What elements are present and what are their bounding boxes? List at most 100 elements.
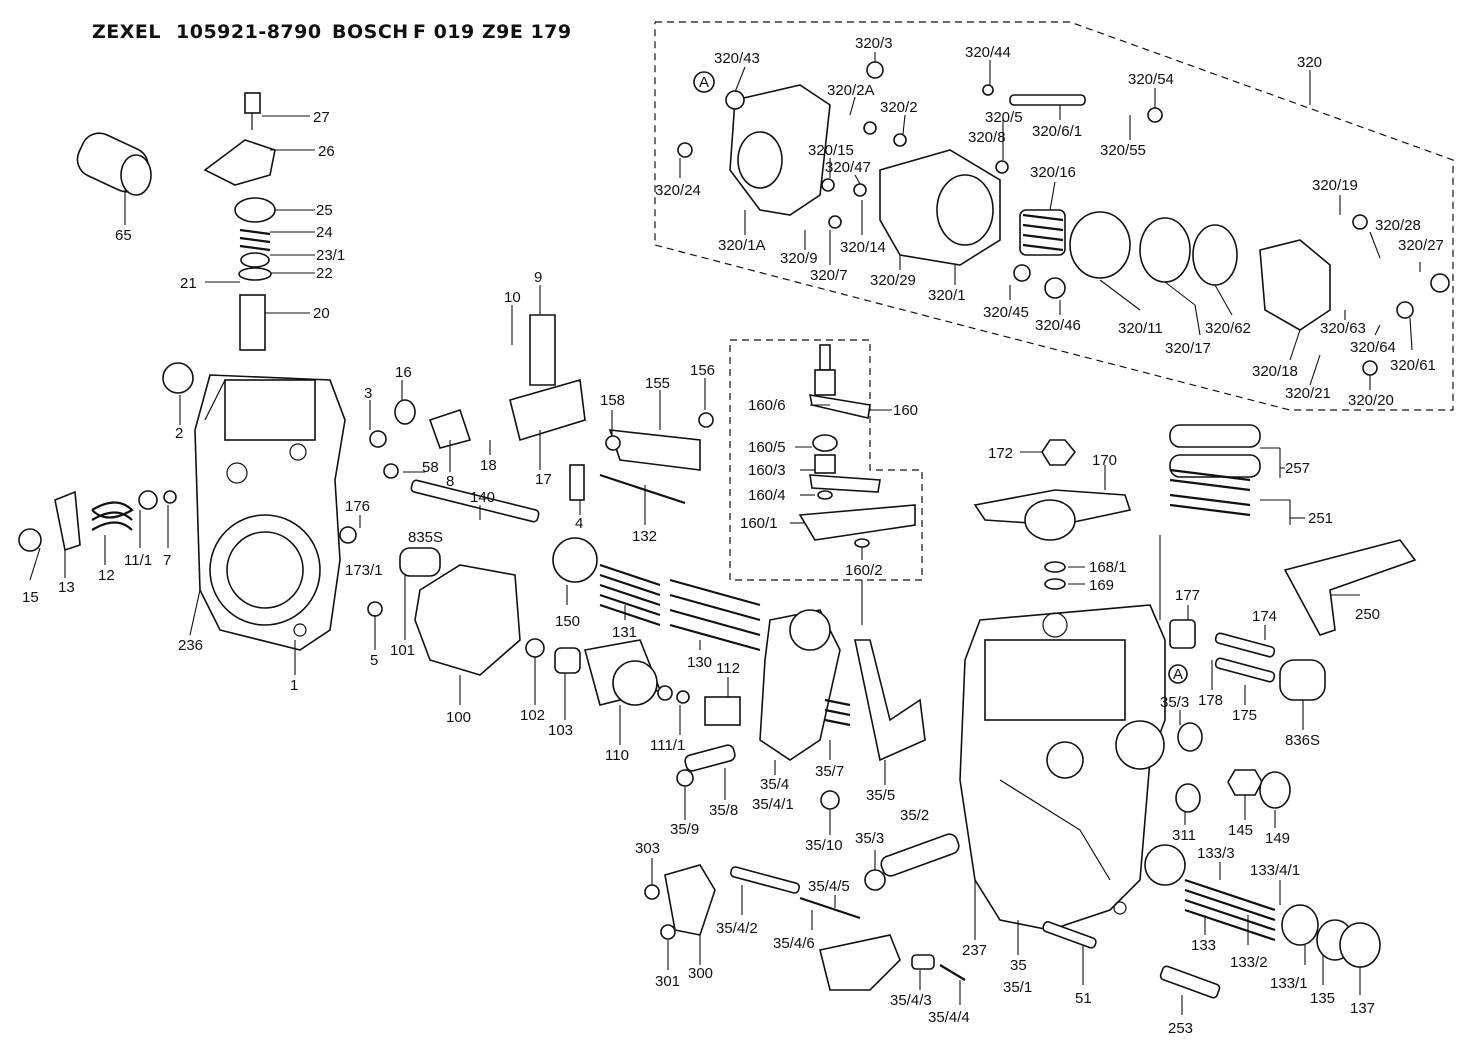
label-112: 112: [716, 660, 740, 677]
left-side-parts: [18, 92, 960, 891]
label-140: 140: [470, 489, 495, 506]
assembly-reference-a: A A: [693, 71, 1188, 684]
ref-a-top: A: [699, 74, 709, 91]
label-174: 174: [1252, 608, 1277, 625]
label-168-1: 168/1: [1089, 559, 1127, 576]
label-100: 100: [446, 709, 471, 726]
label-22: 22: [316, 265, 333, 282]
label-320-24: 320/24: [655, 182, 701, 199]
label-35-1: 35/1: [1003, 979, 1032, 996]
label-5: 5: [370, 652, 378, 669]
label-9: 9: [534, 269, 542, 286]
label-320-61: 320/61: [1390, 357, 1436, 374]
label-320-7: 320/7: [810, 267, 848, 284]
label-35-10: 35/10: [805, 837, 843, 854]
label-65: 65: [115, 227, 132, 244]
label-320-20: 320/20: [1348, 392, 1394, 409]
label-3: 3: [364, 385, 372, 402]
label-111-1: 111/1: [650, 737, 685, 754]
label-320-6-1: 320/6/1: [1032, 123, 1082, 140]
label-178: 178: [1198, 692, 1223, 709]
label-110: 110: [605, 747, 629, 764]
bosch-part-number: F 019 Z9E 179: [413, 21, 572, 43]
label-24: 24: [316, 224, 333, 241]
label-160-4: 160/4: [748, 487, 786, 504]
label-160-2: 160/2: [845, 562, 883, 579]
label-133-3: 133/3: [1197, 845, 1235, 862]
group-160-outline: [729, 339, 923, 581]
label-2: 2: [175, 425, 183, 442]
label-320-62: 320/62: [1205, 320, 1251, 337]
label-11-1: 11/1: [124, 552, 152, 569]
label-160-5: 160/5: [748, 439, 786, 456]
label-176: 176: [345, 498, 370, 515]
label-133-2: 133/2: [1230, 954, 1268, 971]
label-35-7: 35/7: [815, 763, 844, 780]
label-149: 149: [1265, 830, 1290, 847]
label-320-64: 320/64: [1350, 339, 1396, 356]
label-257: 257: [1285, 460, 1310, 477]
part-number-labels: 65 27 26 25 24 23/1 22 21 20 2 3 16 58 8…: [22, 35, 1444, 1037]
label-35-4: 35/4: [760, 776, 789, 793]
label-137: 137: [1350, 1000, 1375, 1017]
label-18: 18: [480, 457, 497, 474]
lever-assembly-160: [798, 344, 916, 548]
label-58: 58: [422, 459, 439, 476]
label-320-9: 320/9: [780, 250, 818, 267]
label-320-45: 320/45: [983, 304, 1029, 321]
label-12: 12: [98, 567, 115, 584]
label-145: 145: [1228, 822, 1253, 839]
label-320-1: 320/1: [928, 287, 966, 304]
label-133-1: 133/1: [1270, 975, 1308, 992]
label-177: 177: [1175, 587, 1200, 604]
label-13: 13: [58, 579, 75, 596]
label-35-8: 35/8: [709, 802, 738, 819]
pump-housing-left: [194, 374, 346, 651]
label-133: 133: [1191, 937, 1216, 954]
label-236: 236: [178, 637, 203, 654]
label-320-19: 320/19: [1312, 177, 1358, 194]
label-320-28: 320/28: [1375, 217, 1421, 234]
label-35-5: 35/5: [866, 787, 895, 804]
label-169: 169: [1089, 577, 1114, 594]
label-16: 16: [395, 364, 412, 381]
label-320-16: 320/16: [1030, 164, 1076, 181]
label-320-29: 320/29: [870, 272, 916, 289]
label-320-14: 320/14: [840, 239, 886, 256]
label-320-63: 320/63: [1320, 320, 1366, 337]
label-320-5: 320/5: [985, 109, 1023, 126]
label-160-6: 160/6: [748, 397, 786, 414]
label-101: 101: [390, 642, 415, 659]
label-320-43: 320/43: [714, 50, 760, 67]
label-170: 170: [1092, 452, 1117, 469]
label-320-1a: 320/1A: [718, 237, 766, 254]
label-35-4-6: 35/4/6: [773, 935, 815, 952]
label-175: 175: [1232, 707, 1257, 724]
label-133-4-1: 133/4/1: [1250, 862, 1300, 879]
label-251: 251: [1308, 510, 1333, 527]
label-160-3: 160/3: [748, 462, 786, 479]
label-20: 20: [313, 305, 330, 322]
label-4: 4: [575, 515, 583, 532]
label-303: 303: [635, 840, 660, 857]
label-155: 155: [645, 375, 670, 392]
label-35-4-4: 35/4/4: [928, 1009, 970, 1026]
brand-label: ZEXEL: [92, 21, 161, 43]
label-320-47: 320/47: [825, 159, 871, 176]
label-320-11: 320/11: [1118, 320, 1163, 337]
label-156: 156: [690, 362, 715, 379]
label-10: 10: [504, 289, 521, 306]
label-320-3: 320/3: [855, 35, 893, 52]
label-158: 158: [600, 392, 625, 409]
label-35: 35: [1010, 957, 1027, 974]
label-250: 250: [1355, 606, 1380, 623]
label-35-4-2: 35/4/2: [716, 920, 758, 937]
governor-assembly-320: [677, 61, 1450, 376]
label-35-4-1: 35/4/1: [752, 796, 794, 813]
group-320-outline: [654, 21, 1454, 411]
label-173-1: 173/1: [345, 562, 383, 579]
label-35-4-5: 35/4/5: [808, 878, 850, 895]
label-311: 311: [1172, 827, 1196, 844]
label-320: 320: [1297, 54, 1322, 71]
